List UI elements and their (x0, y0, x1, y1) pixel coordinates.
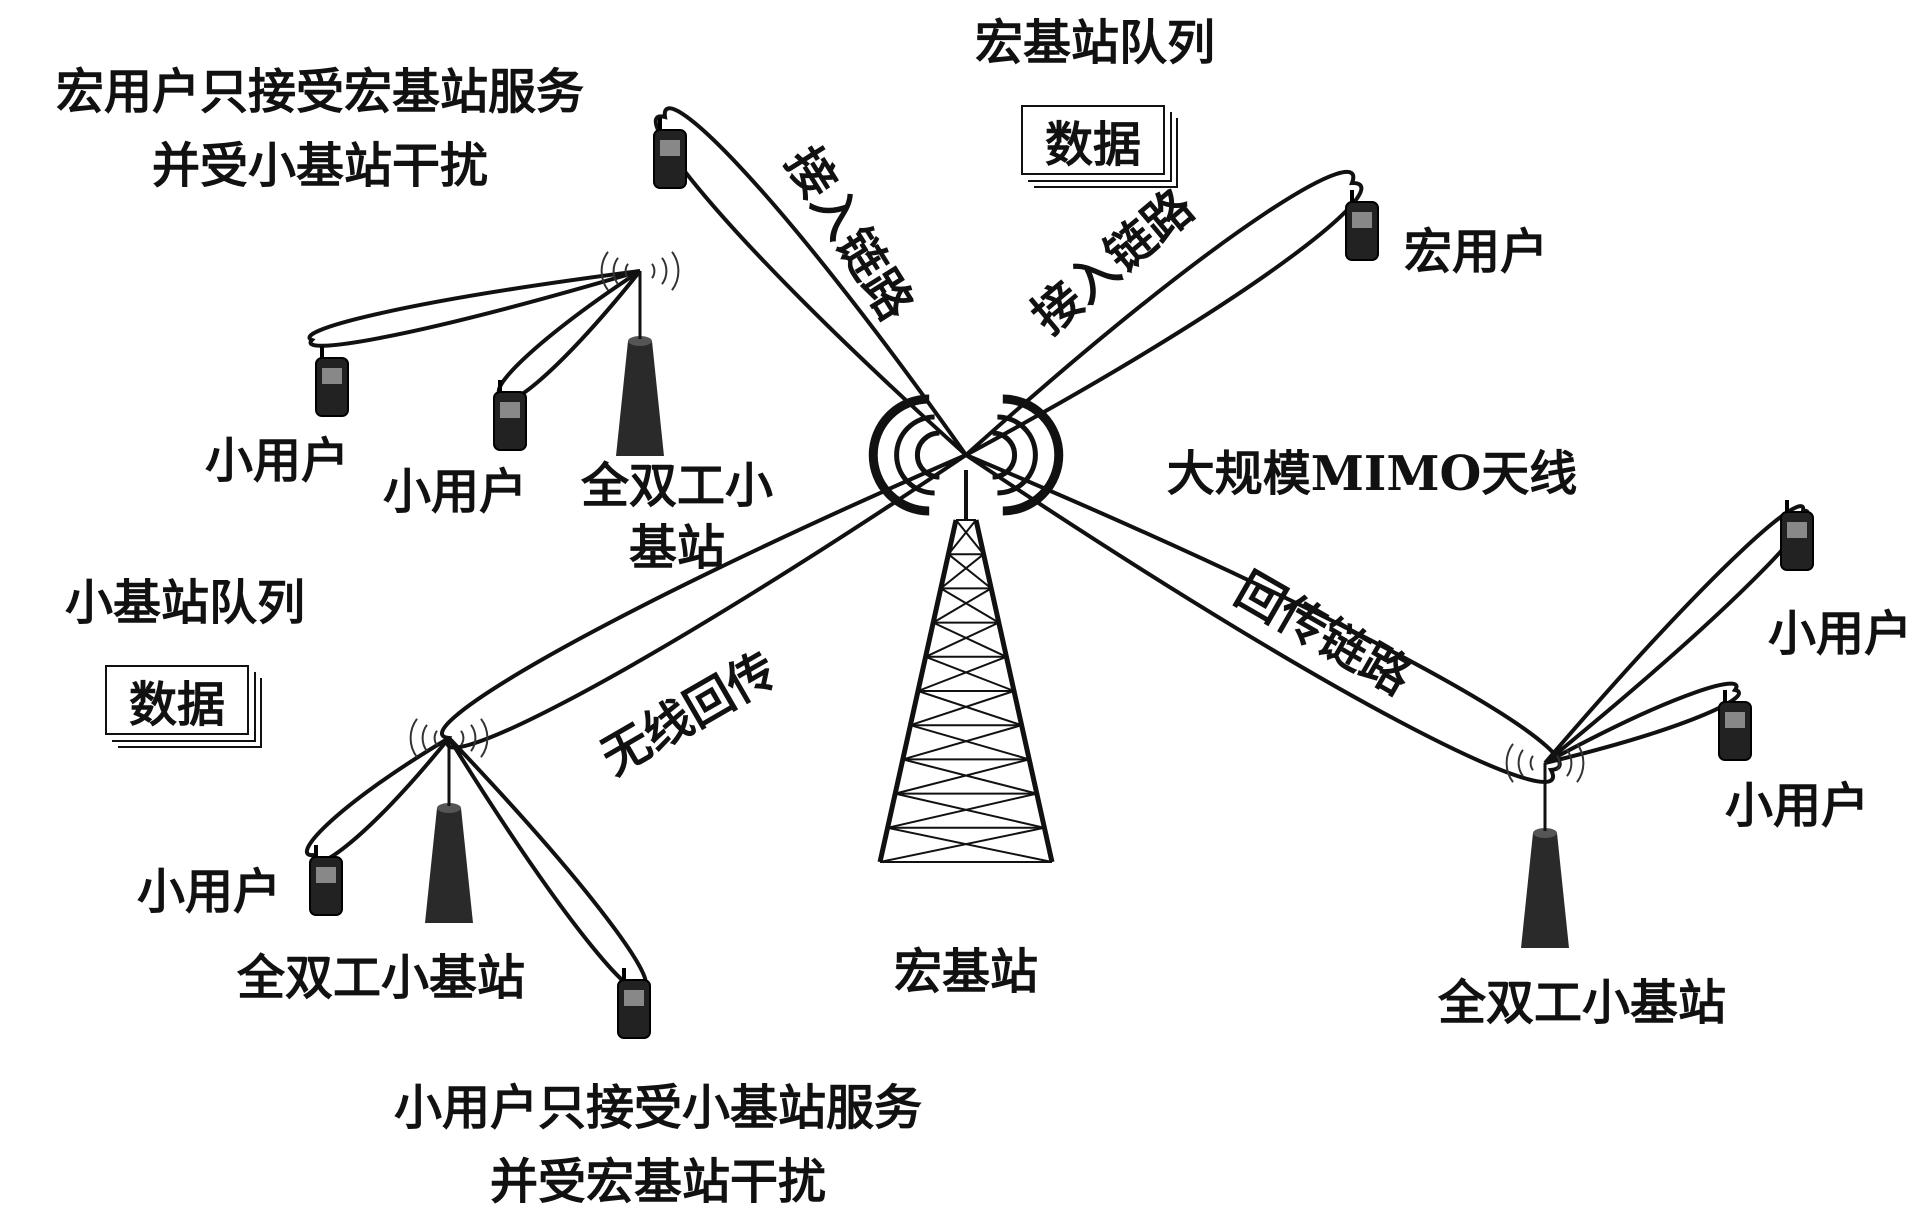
macro-user-right-label: 宏用户 (1403, 224, 1549, 280)
signal-wave-icon (409, 718, 418, 758)
tower-brace (917, 655, 1007, 692)
signal-wave-icon (600, 251, 609, 291)
small-user-label: 小用户 (204, 433, 350, 489)
mimo-antenna-label: 大规模MIMO天线 (1166, 446, 1578, 502)
tower-brace (955, 519, 985, 555)
mobile-phone-icon (1718, 701, 1752, 761)
phone-screen (1787, 522, 1807, 538)
small-bs-label: 全双工小基站 (236, 950, 526, 1006)
mimo-antenna-wave-icon (1002, 394, 1064, 516)
tower-brace (917, 690, 1022, 727)
tower-brace (910, 690, 1015, 727)
macro-queue-data-box: 数据 (1021, 105, 1165, 175)
small-user-label: 小用户 (1767, 606, 1913, 662)
phone-screen (322, 368, 342, 384)
access-link-lobe (653, 106, 968, 457)
small-bs-top (437, 803, 461, 813)
small-queue-data-label: 数据 (128, 677, 225, 733)
small-bs-cone-icon (616, 341, 664, 456)
mimo-antenna-wave-icon (992, 430, 1018, 480)
small-bs-cone-icon (425, 808, 473, 923)
small-bs-label-line1: 全双工小 (580, 458, 774, 514)
signal-wave-icon (651, 263, 656, 279)
macro-bs-label: 宏基站 (893, 944, 1039, 1000)
tower-brace (902, 758, 1038, 795)
signal-wave-icon (1517, 749, 1524, 777)
tower-brace (894, 792, 1045, 829)
small-user-note-line2: 并受宏基站干扰 (489, 1154, 827, 1210)
phone-screen (500, 402, 520, 418)
signal-wave-icon (1566, 749, 1573, 777)
signal-wave-icon (470, 724, 477, 752)
signal-wave-icon (1505, 743, 1514, 783)
phone-screen (624, 990, 644, 1006)
small-cell-link-lobe (307, 269, 641, 348)
small-bs-top (628, 336, 652, 346)
small-queue-data-box: 数据 (105, 665, 249, 735)
tower-brace (940, 587, 1000, 624)
signal-wave-icon (661, 257, 668, 285)
signal-wave-icon (671, 251, 680, 291)
tower-brace (887, 792, 1038, 829)
mobile-phone-icon (653, 129, 687, 189)
mobile-phone-icon (1780, 511, 1814, 571)
tower-brace (902, 724, 1022, 761)
tower-brace (894, 758, 1030, 795)
signal-wave-icon (1576, 743, 1585, 783)
phone-screen (660, 140, 680, 156)
tower-brace (910, 724, 1030, 761)
signal-wave-icon (1529, 755, 1534, 771)
phone-screen (316, 867, 336, 883)
tower-brace (932, 621, 1007, 658)
access-link-lobe (964, 169, 1364, 457)
macro-user-note-line1: 宏用户只接受宏基站服务 (55, 64, 585, 120)
tower-brace (947, 519, 977, 555)
small-user-label: 小用户 (1724, 778, 1870, 834)
small-user-note-line1: 小用户只接受小基站服务 (393, 1080, 923, 1136)
small-user-label: 小用户 (136, 864, 282, 920)
mobile-phone-icon (309, 856, 343, 916)
tower-brace (947, 553, 992, 590)
mobile-phone-icon (493, 391, 527, 451)
small-bs-label-line2: 基站 (628, 520, 726, 576)
small-queue-title: 小基站队列 (64, 575, 306, 631)
small-bs-top (1533, 828, 1557, 838)
tower-brace (879, 826, 1045, 863)
signal-wave-icon (480, 718, 489, 758)
signal-wave-icon (433, 730, 438, 746)
mobile-phone-icon (315, 357, 349, 417)
small-cell-link-lobe (1544, 681, 1742, 765)
macro-queue-title: 宏基站队列 (974, 15, 1216, 71)
small-bs-label: 全双工小基站 (1437, 975, 1727, 1031)
mimo-antenna-wave-icon (914, 430, 940, 480)
signal-wave-icon (1556, 755, 1561, 771)
backhaul-link-lobe (964, 453, 1562, 784)
mobile-phone-icon (1345, 201, 1379, 261)
macro-user-note-line2: 并受小基站干扰 (151, 138, 489, 194)
tower-brace (925, 621, 1000, 658)
signal-wave-icon (460, 730, 465, 746)
signal-wave-icon (421, 724, 428, 752)
phone-screen (1352, 212, 1372, 228)
tower-brace (940, 553, 985, 590)
small-bs-cone-icon (1521, 833, 1569, 948)
tower-brace (887, 826, 1053, 863)
mimo-antenna-wave-icon (997, 414, 1038, 496)
phone-screen (1725, 712, 1745, 728)
signal-wave-icon (624, 263, 629, 279)
small-cell-link-lobe (304, 736, 451, 865)
tower-brace (925, 655, 1015, 692)
mimo-antenna-wave-icon (894, 414, 935, 496)
tower-brace (932, 587, 992, 624)
macro-queue-data-label: 数据 (1044, 117, 1141, 173)
mobile-phone-icon (617, 979, 651, 1039)
signal-wave-icon (612, 257, 619, 285)
small-user-label: 小用户 (382, 464, 528, 520)
mimo-antenna-wave-icon (868, 394, 930, 516)
